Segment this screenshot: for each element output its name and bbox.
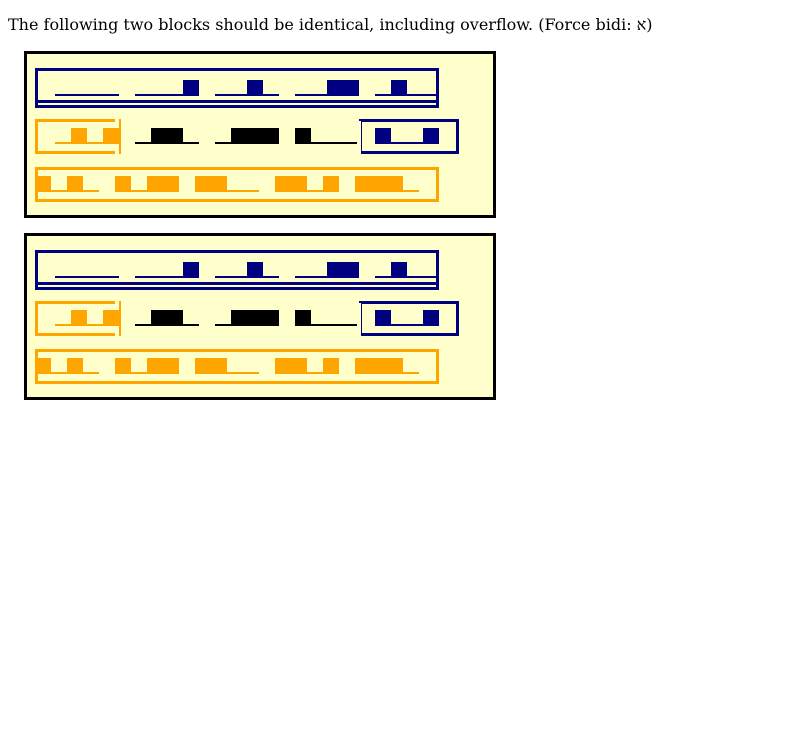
- glyph-underline-r3e: [355, 190, 419, 192]
- glyph-underline-r3c: [195, 190, 259, 192]
- glyph-square-r3c-0: [195, 358, 227, 372]
- glyph-underline-r2a: [55, 142, 119, 144]
- row2-navy-mask: [357, 121, 361, 154]
- row1-bottom-rule: [35, 282, 439, 285]
- glyph-underline-r2d: [295, 324, 359, 326]
- glyph-underline-r2a: [55, 324, 119, 326]
- glyph-square-r2e-0: [375, 310, 391, 324]
- glyph-square-r2a-0: [71, 310, 87, 324]
- glyph-underline-r1a: [55, 94, 119, 96]
- glyph-square-r3d-1: [323, 358, 339, 372]
- glyph-square-r1c-0: [247, 80, 263, 94]
- test-block-second: [24, 233, 496, 400]
- glyph-underline-r1d: [295, 94, 359, 96]
- glyph-underline-r1d: [295, 276, 359, 278]
- glyph-underline-r2e: [375, 142, 439, 144]
- glyph-square-r2b-0: [151, 128, 183, 142]
- glyph-square-r3a-0: [35, 176, 51, 190]
- row1-bottom-rule: [35, 100, 439, 103]
- bidi-pattern-second: [35, 250, 459, 384]
- glyph-underline-r2c: [215, 142, 279, 144]
- glyph-square-r2a-0: [71, 128, 87, 142]
- glyph-underline-r3c: [195, 372, 259, 374]
- glyph-square-r3b-0: [115, 176, 131, 190]
- glyph-underline-r1b: [135, 276, 199, 278]
- glyph-underline-r3e: [355, 372, 419, 374]
- glyph-square-r1d-0: [327, 262, 359, 276]
- glyph-square-r2c-0: [231, 128, 279, 142]
- glyph-square-r3b-1: [147, 176, 179, 190]
- glyph-square-r3d-0: [275, 176, 307, 190]
- glyph-underline-r1e: [375, 276, 439, 278]
- glyph-square-r3b-0: [115, 358, 131, 372]
- bidi-pattern-first: [35, 68, 459, 202]
- glyph-square-r2d-0: [295, 128, 311, 142]
- row2-navy-mask: [357, 303, 361, 336]
- page-caption: The following two blocks should be ident…: [8, 15, 653, 34]
- glyph-square-r3e-0: [355, 358, 403, 372]
- glyph-square-r3a-1: [67, 358, 83, 372]
- glyph-underline-r3a: [35, 372, 99, 374]
- glyph-square-r2a-1: [103, 310, 119, 324]
- glyph-square-r3c-0: [195, 176, 227, 190]
- glyph-underline-r1c: [215, 94, 279, 96]
- glyph-underline-r1b: [135, 94, 199, 96]
- glyph-square-r1e-0: [391, 262, 407, 276]
- glyph-square-r2e-0: [375, 128, 391, 142]
- glyph-square-r2b-0: [151, 310, 183, 324]
- test-block-first: [24, 51, 496, 218]
- glyph-underline-r2c: [215, 324, 279, 326]
- glyph-square-r1c-0: [247, 262, 263, 276]
- glyph-square-r2d-0: [295, 310, 311, 324]
- glyph-underline-r1e: [375, 94, 439, 96]
- glyph-square-r2e-1: [423, 310, 439, 324]
- glyph-square-r3d-1: [323, 176, 339, 190]
- glyph-underline-r2d: [295, 142, 359, 144]
- glyph-square-r3e-0: [355, 176, 403, 190]
- glyph-underline-r3a: [35, 190, 99, 192]
- glyph-underline-r3b: [115, 372, 179, 374]
- row2-frame-orange: [35, 301, 121, 336]
- glyph-square-r1b-0: [183, 80, 199, 94]
- glyph-underline-r2b: [135, 142, 199, 144]
- glyph-square-r3d-0: [275, 358, 307, 372]
- glyph-underline-r3b: [115, 190, 179, 192]
- glyph-square-r3a-1: [67, 176, 83, 190]
- row1-frame: [35, 250, 439, 290]
- glyph-square-r2c-0: [231, 310, 279, 324]
- glyph-square-r2e-1: [423, 128, 439, 142]
- row2-frame-orange: [35, 119, 121, 154]
- glyph-square-r2a-1: [103, 128, 119, 142]
- glyph-underline-r1c: [215, 276, 279, 278]
- glyph-square-r1b-0: [183, 262, 199, 276]
- glyph-underline-r3d: [275, 372, 339, 374]
- row1-frame: [35, 68, 439, 108]
- glyph-square-r3b-1: [147, 358, 179, 372]
- glyph-underline-r1a: [55, 276, 119, 278]
- glyph-underline-r2e: [375, 324, 439, 326]
- glyph-underline-r3d: [275, 190, 339, 192]
- glyph-square-r1d-0: [327, 80, 359, 94]
- glyph-underline-r2b: [135, 324, 199, 326]
- glyph-square-r3a-0: [35, 358, 51, 372]
- glyph-square-r1e-0: [391, 80, 407, 94]
